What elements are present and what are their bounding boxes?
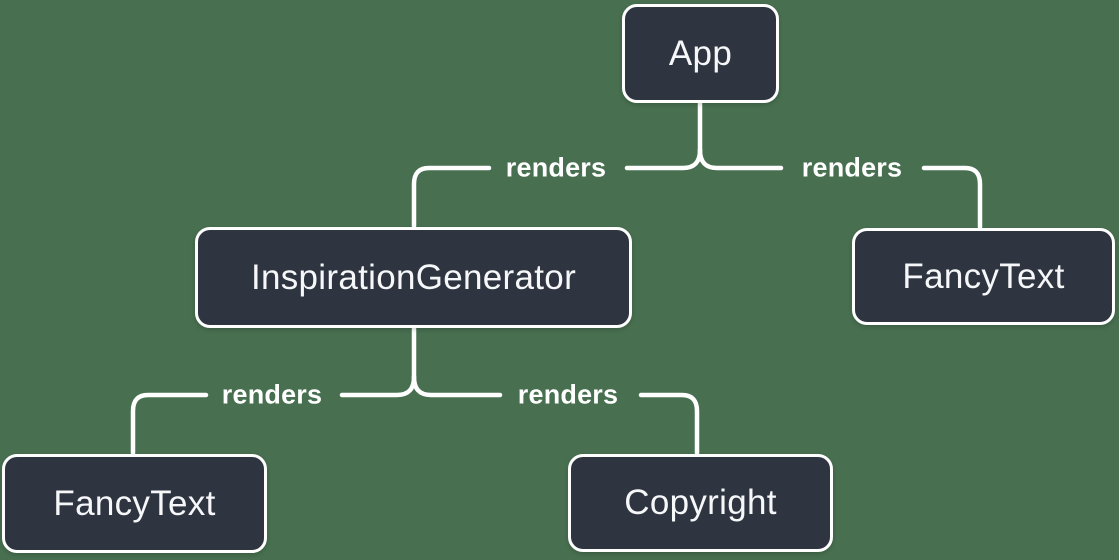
edge-label-inspiration-copyright: renders	[517, 379, 619, 410]
edge-label-app-fancytext: renders	[801, 152, 903, 183]
edge-app-to-fancytext-outer	[921, 165, 983, 230]
edge-app-to-fancytext-inner	[697, 147, 784, 171]
edge-app-to-inspiration-outer	[411, 165, 492, 229]
edge-inspiration-to-copyright-outer	[638, 392, 700, 456]
edge-inspiration-to-fancytext-inner	[339, 374, 417, 398]
node-fancy-text-bottom: FancyText	[2, 454, 267, 553]
edge-inspiration-to-fancytext-outer	[130, 392, 209, 456]
node-fancy-text-bottom-label: FancyText	[53, 483, 216, 523]
edge-app-to-inspiration-inner	[624, 147, 703, 171]
edge-label-inspiration-fancytext: renders	[221, 379, 323, 410]
node-copyright-label: Copyright	[624, 483, 777, 522]
node-fancy-text-top: FancyText	[852, 228, 1115, 325]
node-copyright: Copyright	[568, 454, 833, 552]
node-inspiration-generator: InspirationGenerator	[195, 227, 632, 328]
node-app: App	[622, 4, 779, 103]
node-app-label: App	[668, 33, 733, 73]
edge-inspiration-to-copyright-inner	[411, 374, 503, 398]
node-inspiration-generator-label: InspirationGenerator	[250, 257, 577, 297]
node-fancy-text-top-label: FancyText	[902, 256, 1065, 296]
edge-label-app-inspiration: renders	[505, 152, 607, 183]
